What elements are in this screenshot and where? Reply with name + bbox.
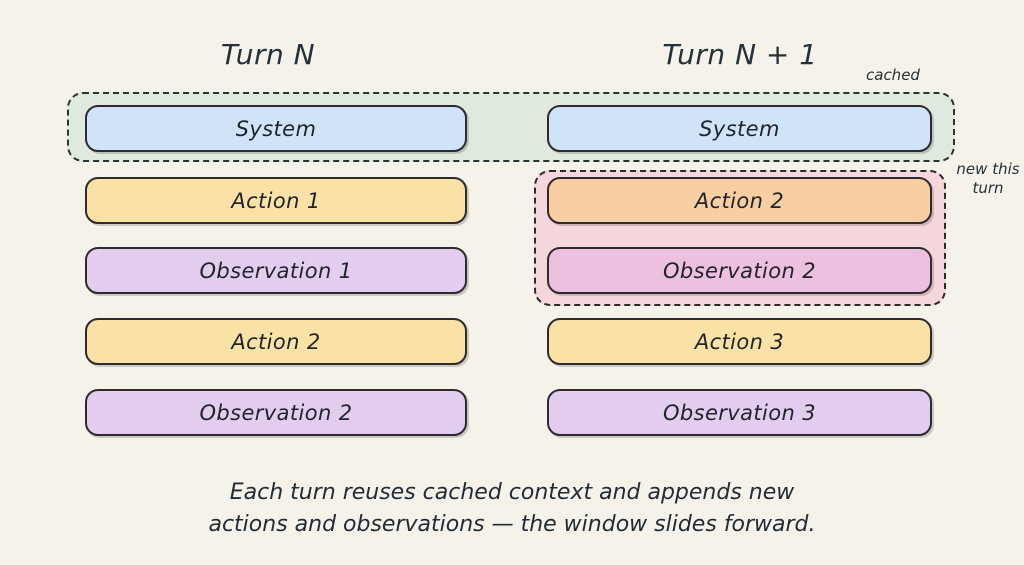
caption-line-2: actions and observations — the window sl… [208,511,816,537]
left-box-system[interactable]: System [85,105,467,152]
right-box-action-3[interactable]: Action 3 [547,318,932,365]
left-box-action-1[interactable]: Action 1 [85,177,467,224]
right-box-observation-2[interactable]: Observation 2 [547,247,932,294]
new-this-turn-label-line2: turn [972,178,1004,197]
cached-region-label: cached [866,66,920,84]
new-this-turn-label-line1: new this [956,160,1020,178]
caption-line-1: Each turn reuses cached context and appe… [229,480,795,505]
diagram-caption: Each turn reuses cached context and appe… [0,477,1024,541]
right-box-observation-3[interactable]: Observation 3 [547,389,932,436]
column-title-turn-n-plus-1: Turn N + 1 [662,38,818,71]
left-box-action-2[interactable]: Action 2 [85,318,467,365]
left-box-observation-1[interactable]: Observation 1 [85,247,467,294]
right-box-system[interactable]: System [547,105,932,152]
left-box-observation-2[interactable]: Observation 2 [85,389,467,436]
column-title-turn-n: Turn N [220,38,316,71]
right-box-action-2[interactable]: Action 2 [547,177,932,224]
new-this-turn-label: new this turn [952,160,1024,198]
